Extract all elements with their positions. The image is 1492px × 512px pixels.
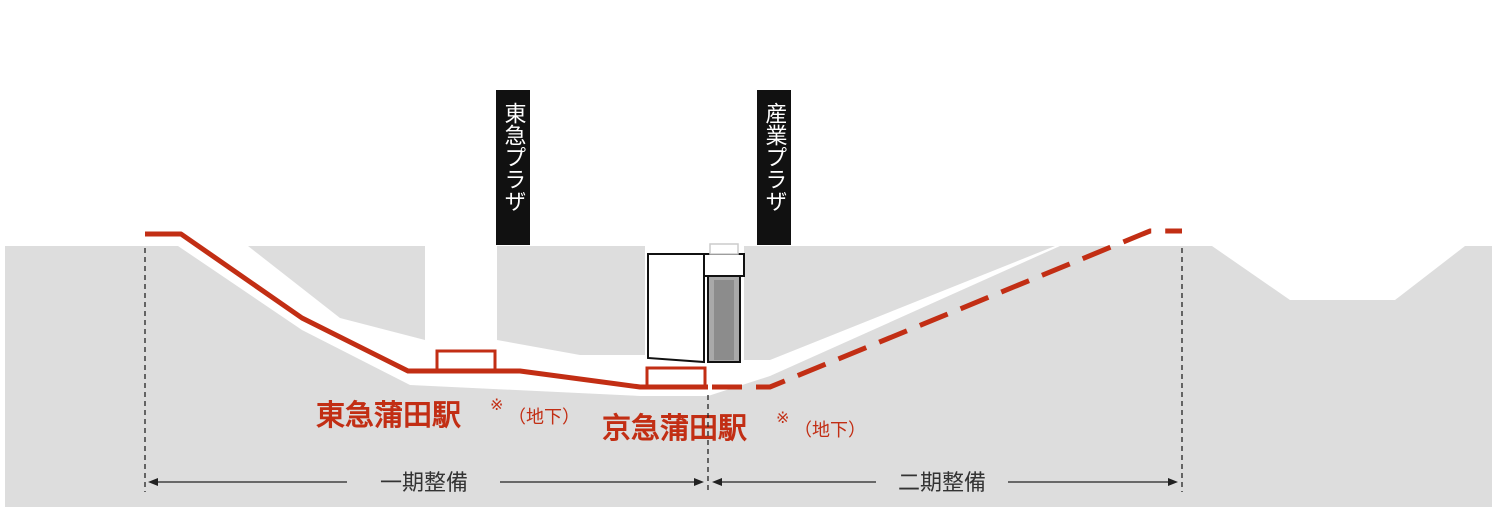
phase-2-arrow-right <box>1168 478 1178 486</box>
station-note: （地下） <box>508 407 580 428</box>
phase-1-label: 一期整備 <box>380 471 468 496</box>
ground-notch-fill-3 <box>744 246 1055 360</box>
route-dashed <box>712 228 1182 390</box>
building-label: 産業プラザ <box>762 102 788 212</box>
building-label: 東急プラザ <box>501 102 527 212</box>
station-box-keikyu <box>645 366 707 389</box>
building-block-tower-top <box>703 253 745 277</box>
building-sangyo-plaza: 産業プラザ <box>757 90 791 245</box>
station-name: 京急蒲田駅 <box>602 411 747 445</box>
building-label-box <box>757 90 791 245</box>
building-block-tower-cap <box>709 243 739 255</box>
phase-dimensions <box>144 248 1183 492</box>
phase-1-arrow-left <box>148 478 158 486</box>
phase-1-arrow-right <box>694 478 704 486</box>
ground-notch-fill <box>248 246 425 340</box>
building-block-large <box>647 253 705 364</box>
station-label-keikyu: 京急蒲田駅 ※ （地下） <box>602 408 866 445</box>
station-mark: ※ <box>776 408 789 427</box>
building-blocks <box>647 243 745 364</box>
ground-area <box>5 246 1492 507</box>
building-tokyu-plaza: 東急プラザ <box>496 90 530 245</box>
station-box-tokyu <box>435 349 497 372</box>
station-label-tokyu: 東急蒲田駅 ※ （地下） <box>316 395 580 432</box>
station-mark: ※ <box>490 395 503 414</box>
ground-block-left <box>5 246 1492 507</box>
building-label-box <box>496 90 530 245</box>
ground-notch-fill-2 <box>497 246 645 355</box>
station-name: 東急蒲田駅 <box>316 398 461 432</box>
route-solid <box>145 231 708 390</box>
building-block-tower-stripe <box>714 280 734 360</box>
station-note: （地下） <box>794 420 866 441</box>
phase-2-label: 二期整備 <box>898 471 986 496</box>
phase-2-arrow-left <box>712 478 722 486</box>
route-line <box>145 228 1182 390</box>
